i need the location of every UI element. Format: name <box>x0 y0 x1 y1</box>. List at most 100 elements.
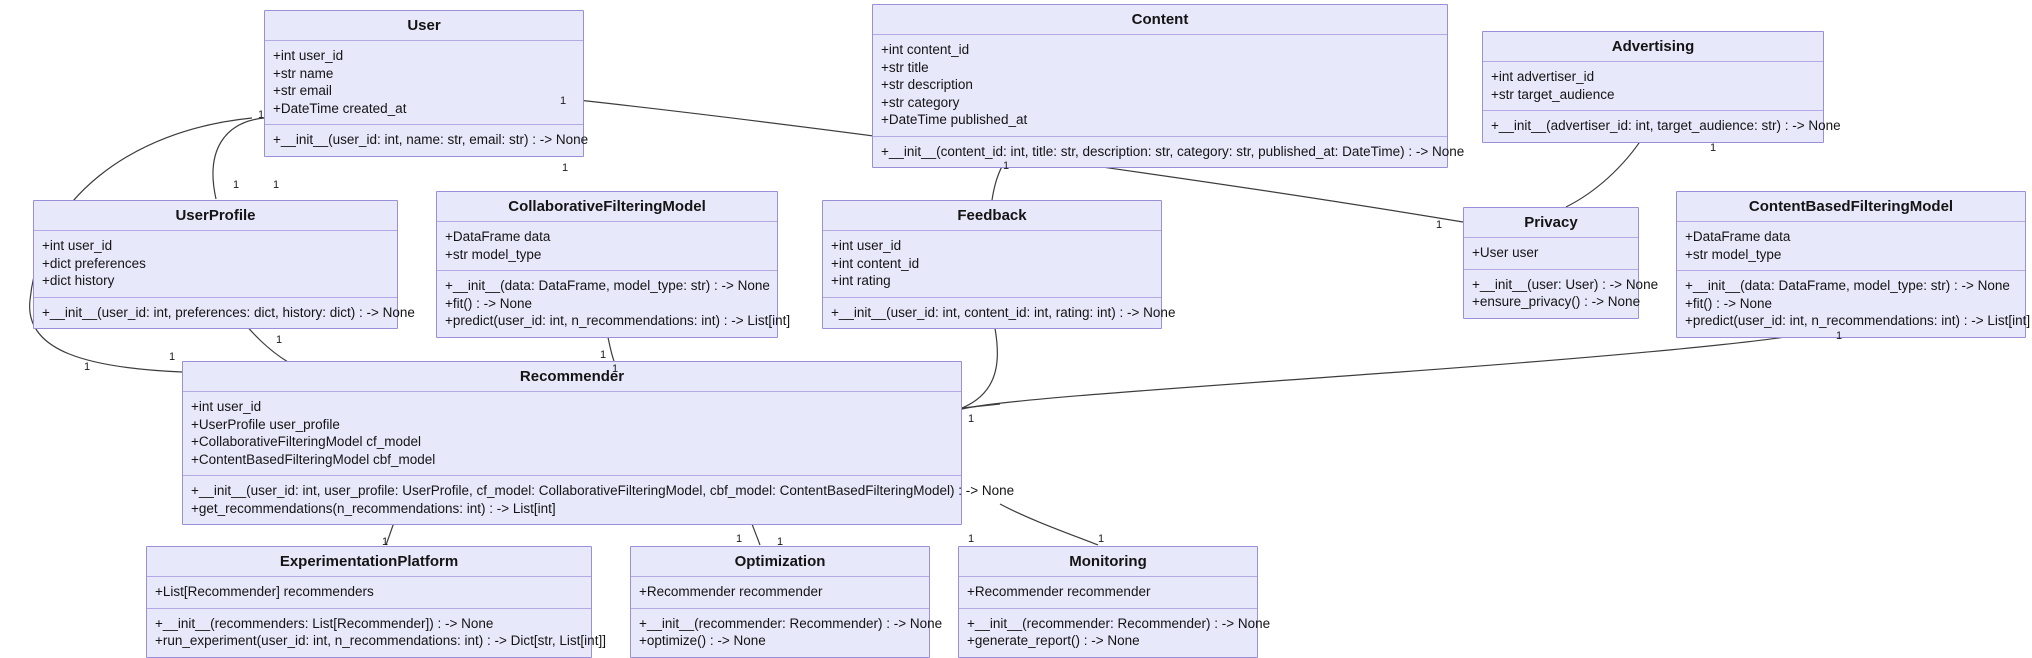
uml-class-privacy[interactable]: Privacy +User user +__init__(user: User) :… <box>1463 207 1659 319</box>
uml-attribute-row: +str description <box>881 77 973 92</box>
uml-attribute-row: +int user_id <box>831 238 902 253</box>
uml-attributes-advertising: +int advertiser_id +str target_audience <box>1483 62 1823 111</box>
uml-class-userprofile[interactable]: UserProfile +int user_id +dict preferences… <box>33 200 415 329</box>
uml-methods-cbfmodel: +__init__(data: DataFrame, model_type: s… <box>1677 271 2031 337</box>
uml-class-cfmodel[interactable]: CollaborativeFilteringModel+DataFrame da… <box>436 191 791 338</box>
uml-method-row: +__init__(recommender: Recommender) : ->… <box>639 615 943 631</box>
uml-attribute-row: +dict preferences <box>42 255 146 271</box>
uml-attribute-row: +ContentBasedFilteringModel cbf_model <box>191 451 436 467</box>
uml-method-row: +run_experiment(user_id: int, n_recommen… <box>155 633 606 648</box>
uml-attribute-row: +Recommender recommender <box>639 584 823 599</box>
uml-attributes-optimization: +Recommender recommender <box>631 577 929 609</box>
uml-class-content[interactable]: Content +int content_id +str title +str des… <box>872 4 1464 168</box>
multiplicity-label: 1 <box>968 413 975 425</box>
multiplicity-label: 1 <box>169 351 176 363</box>
multiplicity-label: 1 <box>1836 330 1843 342</box>
uml-attribute-row: +str model_type <box>445 246 542 262</box>
multiplicity-label: 1 <box>612 363 619 375</box>
multiplicity-label: 1 <box>233 179 240 191</box>
uml-attribute-row: +DataFrame data <box>445 229 551 244</box>
uml-attribute-row: +DateTime published_at <box>881 112 1028 127</box>
uml-class-cbfmodel[interactable]: ContentBasedFilteringModel+DataFrame dat… <box>1676 191 2031 338</box>
uml-methods-privacy: +__init__(user: User) : -> None +ensure_p… <box>1464 270 1659 318</box>
uml-class-title-recommender: Recommender <box>183 362 961 392</box>
uml-attribute-row: +User user <box>1472 245 1539 260</box>
multiplicity-label: 1 <box>276 334 283 346</box>
uml-methods-monitoring: +__init__(recommender: Recommender) : ->… <box>959 609 1270 657</box>
uml-class-title-userprofile: UserProfile <box>34 201 397 231</box>
uml-attributes-content: +int content_id +str title +str descriptio… <box>873 35 1447 137</box>
uml-attribute-row: +Recommender recommender <box>967 584 1151 599</box>
uml-attribute-row: +CollaborativeFilteringModel cf_model <box>191 434 421 449</box>
multiplicity-label: 1 <box>736 533 743 545</box>
uml-attribute-row: +str model_type <box>1685 246 1782 262</box>
uml-attribute-row: +int advertiser_id <box>1491 69 1595 84</box>
uml-methods-content: +__init__(content_id: int, title: str, d… <box>873 137 1464 168</box>
multiplicity-label: 1 <box>1710 142 1717 154</box>
multiplicity-label: 1 <box>1436 219 1443 231</box>
uml-class-title-optimization: Optimization <box>631 547 929 577</box>
uml-method-row: +__init__(user_id: int, name: str, email… <box>273 132 589 147</box>
multiplicity-label: 1 <box>382 536 389 548</box>
uml-method-row: +ensure_privacy() : -> None <box>1472 294 1641 309</box>
uml-attribute-row: +DataFrame data <box>1685 229 1791 244</box>
uml-class-monitoring[interactable]: Monitoring +Recommender recommender +__ini… <box>958 546 1270 658</box>
uml-attribute-row: +UserProfile user_profile <box>191 416 340 432</box>
uml-attributes-cbfmodel: +DataFrame data +str model_type <box>1677 222 2025 271</box>
uml-methods-userprofile: +__init__(user_id: int, preferences: dic… <box>34 298 415 329</box>
uml-class-recommender[interactable]: Recommender +int user_id +UserProfile user… <box>182 361 1014 525</box>
uml-class-advertising[interactable]: Advertising +int advertiser_id +str target… <box>1482 31 1841 143</box>
uml-attribute-row: +int user_id <box>273 48 344 63</box>
uml-attribute-row: +int content_id <box>831 255 920 271</box>
uml-attributes-feedback: +int user_id+int content_id+int rating <box>823 231 1161 298</box>
multiplicity-label: 1 <box>560 95 567 107</box>
uml-method-row: +get_recommendations(n_recommendations: … <box>191 500 556 516</box>
uml-class-title-cfmodel: CollaborativeFilteringModel <box>437 192 777 222</box>
uml-attribute-row: +str target_audience <box>1491 86 1615 102</box>
uml-class-title-content: Content <box>873 5 1447 35</box>
multiplicity-label: 1 <box>968 533 975 545</box>
uml-method-row: +predict(user_id: int, n_recommendations… <box>1685 313 2031 328</box>
uml-method-row: +fit() : -> None <box>445 295 533 311</box>
uml-attribute-row: +str title <box>881 59 929 75</box>
uml-method-row: +__init__(advertiser_id: int, target_aud… <box>1491 118 1841 133</box>
uml-method-row: +__init__(data: DataFrame, model_type: s… <box>1685 278 2010 293</box>
uml-attribute-row: +int content_id <box>881 42 970 57</box>
uml-method-row: +fit() : -> None <box>1685 295 1773 311</box>
uml-attributes-cfmodel: +DataFrame data +str model_type <box>437 222 777 271</box>
uml-class-title-privacy: Privacy <box>1464 208 1638 238</box>
uml-methods-recommender: +__init__(user_id: int, user_profile: Us… <box>183 476 1014 524</box>
uml-method-row: +generate_report() : -> None <box>967 633 1140 648</box>
uml-attribute-row: +int user_id <box>42 238 113 253</box>
edge-recommender-right-stub <box>961 403 1001 409</box>
uml-attributes-userprofile: +int user_id +dict preferences +dict histo… <box>34 231 397 298</box>
uml-method-row: +predict(user_id: int, n_recommendations… <box>445 313 791 328</box>
uml-class-feedback[interactable]: Feedback+int user_id+int content_id+int … <box>822 200 1176 329</box>
uml-class-title-monitoring: Monitoring <box>959 547 1257 577</box>
uml-attribute-row: +int user_id <box>191 399 262 414</box>
uml-attributes-privacy: +User user <box>1464 238 1638 270</box>
multiplicity-label: 1 <box>84 361 91 373</box>
uml-class-title-cbfmodel: ContentBasedFilteringModel <box>1677 192 2025 222</box>
uml-class-title-feedback: Feedback <box>823 201 1161 231</box>
uml-attribute-row: +DateTime created_at <box>273 100 407 116</box>
uml-methods-advertising: +__init__(advertiser_id: int, target_aud… <box>1483 111 1841 142</box>
multiplicity-label: 1 <box>1003 160 1010 172</box>
uml-class-title-user: User <box>265 11 583 41</box>
uml-attribute-row: +List[Recommender] recommenders <box>155 584 374 599</box>
multiplicity-label: 1 <box>1098 533 1105 545</box>
multiplicity-label: 1 <box>562 162 569 174</box>
uml-attribute-row: +dict history <box>42 273 115 288</box>
uml-methods-experimentationplatform: +__init__(recommenders: List[Recommender… <box>147 609 606 657</box>
edge-recommender-monitoring <box>999 503 1099 546</box>
multiplicity-label: 1 <box>600 349 607 361</box>
uml-class-title-advertising: Advertising <box>1483 32 1823 62</box>
uml-class-optimization[interactable]: Optimization +Recommender recommender +__i… <box>630 546 943 658</box>
uml-method-row: +__init__(user_id: int, content_id: int,… <box>831 304 1176 320</box>
uml-class-title-experimentationplatform: ExperimentationPlatform <box>147 547 591 577</box>
uml-method-row: +__init__(user: User) : -> None <box>1472 276 1659 292</box>
uml-class-user[interactable]: User+int user_id+str name+str email+Date… <box>264 10 589 157</box>
multiplicity-label: 1 <box>258 109 265 121</box>
uml-class-experimentationplatform[interactable]: ExperimentationPlatform +List[Recommender… <box>146 546 606 658</box>
